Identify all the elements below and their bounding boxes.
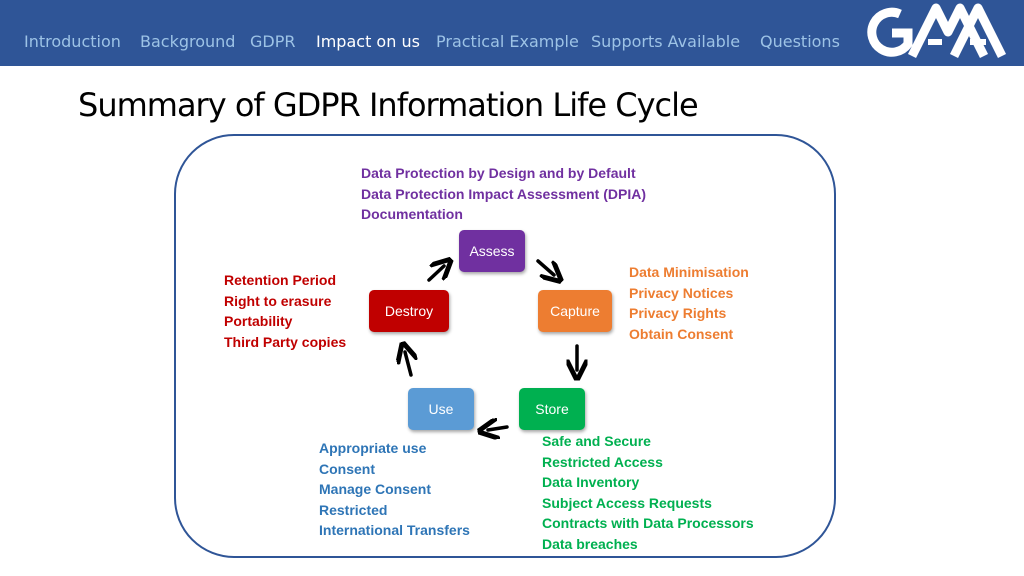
nav-questions[interactable]: Questions	[760, 32, 840, 51]
page-title: Summary of GDPR Information Life Cycle	[78, 86, 699, 124]
capture-note: Privacy Rights	[629, 305, 727, 321]
nav-background[interactable]: Background	[140, 32, 236, 51]
stage-assess: Assess	[459, 230, 525, 272]
destroy-note: Third Party copies	[224, 333, 347, 350]
gaa-logo-icon	[867, 3, 1007, 59]
nav-gdpr[interactable]: GDPR	[250, 32, 296, 51]
store-notes: Safe and Secure Restricted Access Data I…	[542, 431, 754, 554]
destroy-note: Portability	[224, 313, 293, 329]
stage-use: Use	[408, 388, 474, 430]
store-note: Restricted Access	[542, 453, 663, 470]
nav-supports-available[interactable]: Supports Available	[591, 32, 741, 51]
assess-notes: Data Protection by Design and by Default…	[361, 163, 646, 225]
nav-impact-on-us[interactable]: Impact on us	[316, 32, 420, 51]
nav-practical-example[interactable]: Practical Example	[436, 32, 579, 51]
gaa-logo	[862, 0, 1024, 66]
capture-note: Data Minimisation	[629, 264, 749, 280]
use-note: Appropriate use	[319, 440, 427, 456]
store-note: Data Inventory	[542, 474, 640, 490]
destroy-notes: Retention Period Right to erasure Portab…	[224, 270, 346, 352]
store-note: Subject Access Requests	[542, 494, 712, 511]
capture-note: Obtain Consent	[629, 325, 734, 342]
nav-introduction[interactable]: Introduction	[24, 32, 121, 51]
use-note: Restricted	[319, 501, 388, 518]
store-note: Data breaches	[542, 535, 638, 552]
stage-destroy: Destroy	[369, 290, 449, 332]
assess-note: Documentation	[361, 206, 463, 222]
assess-note: Data Protection Impact Assessment (DPIA)	[361, 185, 646, 202]
top-navigation-bar: Introduction Background GDPR Impact on u…	[0, 0, 1024, 66]
diagram-frame	[174, 134, 836, 558]
use-note: Consent	[319, 460, 375, 477]
assess-note: Data Protection by Design and by Default	[361, 165, 636, 181]
use-note: International Transfers	[319, 522, 470, 538]
capture-notes: Data Minimisation Privacy Notices Privac…	[629, 262, 749, 344]
destroy-note: Right to erasure	[224, 292, 332, 309]
use-notes: Appropriate use Consent Manage Consent R…	[319, 438, 470, 541]
store-note: Safe and Secure	[542, 433, 651, 449]
use-note: Manage Consent	[319, 481, 432, 497]
stage-store: Store	[519, 388, 585, 430]
destroy-note: Retention Period	[224, 272, 337, 288]
store-note: Contracts with Data Processors	[542, 515, 754, 531]
capture-note: Privacy Notices	[629, 284, 734, 301]
stage-capture: Capture	[538, 290, 612, 332]
